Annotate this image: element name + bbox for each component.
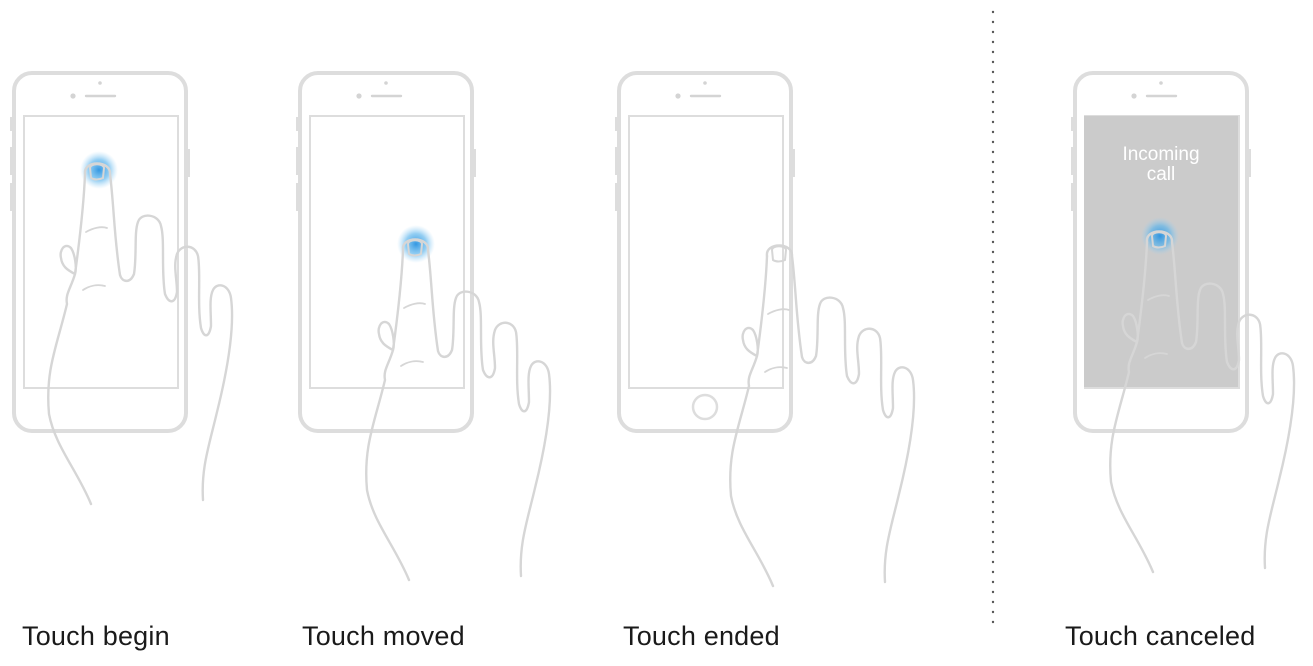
touch-indicator: [397, 225, 435, 263]
caption-touch-canceled: Touch canceled: [1065, 621, 1256, 651]
home-button: [691, 393, 719, 421]
panel-touch-ended: [613, 71, 916, 588]
touch-indicator: [80, 151, 118, 189]
caption-touch-ended: Touch ended: [623, 621, 780, 651]
phone-outline: [294, 71, 478, 433]
caption-touch-begin: Touch begin: [22, 621, 170, 651]
panel-touch-canceled: [1069, 71, 1296, 574]
panel-touch-begin: [8, 71, 234, 506]
touch-indicator: [1141, 217, 1179, 255]
incoming-call-line1: Incoming: [1122, 144, 1200, 165]
caption-touch-moved: Touch moved: [302, 621, 465, 651]
incoming-call-text: Incoming call: [1084, 145, 1238, 185]
incoming-call-line2: call: [1146, 164, 1176, 185]
panel-touch-moved: [294, 71, 552, 582]
